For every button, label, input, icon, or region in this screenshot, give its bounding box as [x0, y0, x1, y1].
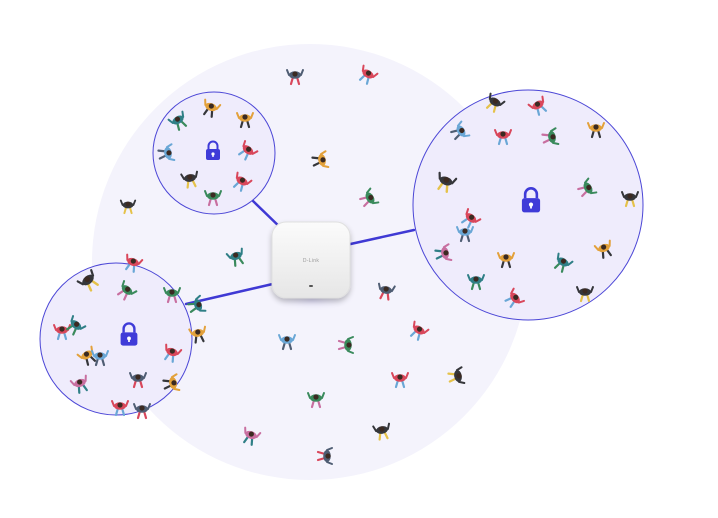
person-icon	[307, 392, 325, 409]
link-to-left-cluster	[184, 281, 279, 306]
access-point: D-Link	[266, 221, 358, 312]
person-icon	[527, 95, 548, 116]
padlock-icon	[120, 322, 138, 346]
person-icon	[91, 350, 109, 367]
person-icon	[204, 190, 222, 207]
person-icon	[461, 208, 482, 229]
person-icon	[434, 243, 453, 262]
person-icon	[119, 199, 137, 215]
person-icon	[494, 129, 512, 146]
person-icon	[162, 373, 181, 392]
access-point-body	[271, 221, 351, 299]
person-icon	[311, 150, 330, 169]
person-icon	[243, 426, 262, 446]
person-icon	[359, 187, 380, 208]
person-icon	[278, 334, 296, 351]
person-icon	[576, 286, 594, 303]
person-icon	[337, 336, 354, 354]
padlock-icon	[521, 187, 541, 213]
person-icon	[238, 140, 259, 161]
person-icon	[497, 252, 515, 269]
person-icon	[236, 112, 254, 129]
person-icon	[180, 170, 199, 189]
person-icon	[316, 447, 333, 465]
person-icon	[409, 320, 430, 341]
person-icon	[167, 110, 188, 131]
person-icon	[587, 122, 605, 139]
person-icon	[553, 252, 574, 273]
person-icon	[577, 177, 598, 198]
person-icon	[621, 191, 639, 208]
person-icon	[232, 171, 253, 192]
person-icon	[225, 247, 244, 267]
person-icon	[377, 282, 396, 301]
person-icon	[485, 92, 506, 113]
person-icon	[372, 422, 391, 441]
person-icon	[125, 253, 144, 273]
link-to-right-cluster	[344, 228, 416, 247]
person-icon	[286, 69, 304, 86]
person-icon	[203, 98, 222, 118]
person-icon	[358, 64, 379, 85]
person-icon	[133, 403, 151, 420]
person-icon	[69, 374, 88, 394]
padlock-icon	[206, 140, 220, 160]
person-icon	[456, 226, 474, 243]
person-icon	[450, 120, 471, 141]
person-icon	[541, 127, 560, 146]
person-icon	[504, 287, 525, 308]
access-point-led	[309, 285, 313, 287]
person-icon	[111, 400, 129, 417]
person-icon	[66, 315, 87, 336]
person-icon	[76, 345, 97, 366]
person-icon	[163, 287, 181, 304]
person-icon	[391, 372, 409, 389]
person-icon	[447, 366, 466, 385]
person-icon	[467, 274, 485, 291]
people-layer	[53, 64, 639, 465]
access-point-brand-label: D-Link	[303, 258, 319, 264]
person-icon	[76, 269, 99, 292]
cluster-circle-left	[39, 262, 193, 416]
person-icon	[593, 239, 612, 259]
person-icon	[437, 171, 458, 194]
person-icon	[187, 294, 207, 313]
person-icon	[164, 343, 183, 363]
person-icon	[129, 372, 147, 389]
person-icon	[188, 325, 207, 344]
person-icon	[157, 143, 176, 162]
person-icon	[117, 280, 138, 301]
